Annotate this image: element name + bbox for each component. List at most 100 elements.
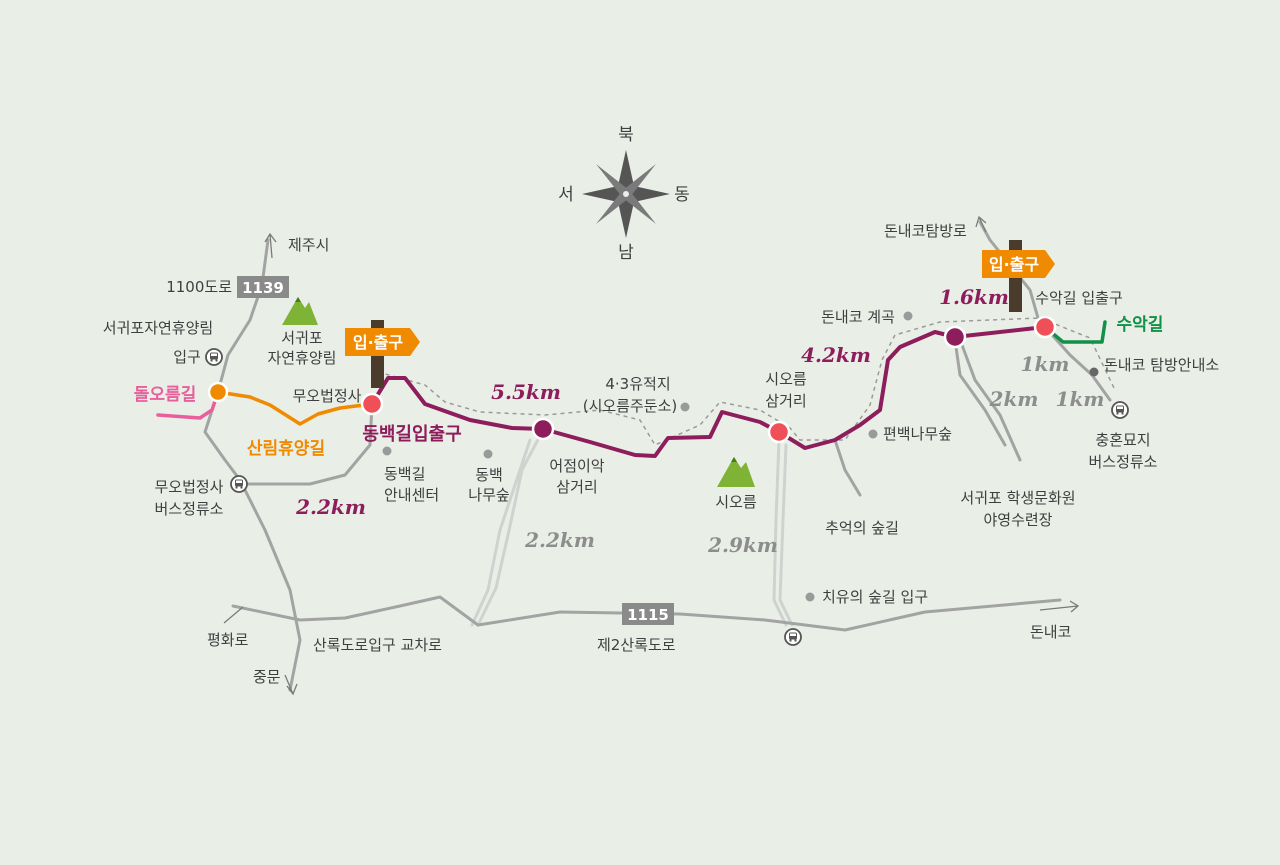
arrow-jeju	[264, 232, 277, 259]
dist-1-6: 1.6km	[939, 285, 1009, 309]
forest-boundary-dash	[377, 317, 1116, 446]
road-student-center-2	[960, 343, 1022, 462]
signpost-east-text: 입·출구	[989, 255, 1040, 274]
label-dongbaek-entrance: 동백길입출구	[362, 423, 461, 445]
compass-rose: 북 남 서 동	[558, 125, 690, 263]
compass-east: 동	[674, 185, 690, 205]
label-forest-entrance-1: 서귀포자연휴양림	[103, 319, 213, 337]
dist-1-b: 1km	[1056, 387, 1105, 411]
label-forest-2: 자연휴양림	[267, 349, 336, 367]
label-donnaeko: 돈내코	[1030, 623, 1071, 641]
label-pyeonbaek: 편백나무숲	[883, 425, 952, 443]
label-forest-entrance-2: 입구	[173, 348, 201, 366]
dist-2-east: 2km	[989, 387, 1039, 411]
label-chunghon-2: 버스정류소	[1088, 453, 1157, 471]
compass-west: 서	[558, 185, 574, 205]
label-forest-1: 서귀포	[281, 329, 323, 347]
label-chunghon-1: 충혼묘지	[1095, 431, 1150, 449]
poi-dots	[382, 311, 1099, 602]
signpost-east: 입·출구	[982, 240, 1055, 312]
compass-north: 북	[618, 125, 634, 145]
label-dongbaek-forest-1: 동백	[475, 466, 503, 484]
label-student-center-1: 서귀포 학생문화원	[960, 489, 1075, 507]
label-memory-forest: 추억의 숲길	[825, 519, 899, 537]
label-suak-entrance: 수악길 입출구	[1035, 289, 1123, 307]
signpost-west: 입·출구	[345, 320, 420, 388]
node-mueobeop	[360, 392, 384, 416]
svg-text:1115: 1115	[627, 606, 669, 624]
trail-sioreum-south-2	[778, 443, 794, 627]
bus-stop-chunghon	[1111, 401, 1129, 419]
arrow-donnaeko-trail	[975, 215, 987, 233]
dongbaek-route-line	[370, 325, 1047, 458]
svg-text:1139: 1139	[242, 279, 284, 297]
dist-2-2-main: 2.2km	[295, 495, 366, 519]
road-1115	[231, 595, 1062, 632]
label-eojeom-1: 어점이악	[549, 457, 604, 475]
label-healing-forest: 치유의 숲길 입구	[822, 588, 928, 606]
node-sioreum-junction	[767, 420, 791, 444]
road-student-center-1	[953, 338, 1007, 447]
label-dongbaek-center-2: 안내센터	[384, 486, 439, 504]
signpost-west-text: 입·출구	[353, 333, 404, 352]
dist-2-9: 2.9km	[707, 533, 778, 557]
trail-eojeom-south-2	[470, 438, 532, 627]
label-second-sallok: 제2산록도로	[597, 636, 676, 654]
mountain-icon-sioreum	[717, 457, 755, 487]
dist-5-5: 5.5km	[491, 380, 561, 404]
label-jungmun: 중문	[253, 668, 281, 686]
road-donnaeko-info	[1043, 325, 1112, 402]
arrow-donnaeko	[1039, 600, 1080, 613]
road-sioreum-east	[833, 438, 862, 497]
label-donnaeko-info: 돈내코 탐방안내소	[1104, 356, 1219, 374]
label-donnaeko-trail-road: 돈내코탐방로	[884, 222, 967, 240]
bus-stop-forest	[205, 348, 223, 366]
mountain-icon-forest	[282, 297, 318, 325]
dot-pyeonbaek	[868, 429, 878, 439]
label-dongbaek-center-1: 동백길	[384, 465, 425, 483]
label-eojeom-2: 삼거리	[556, 478, 597, 496]
bus-stop-mueobeop	[230, 475, 248, 493]
dot-site43	[680, 402, 690, 412]
arrow-pyeonghwa	[223, 606, 244, 624]
label-sioreum-junction-1: 시오름	[765, 370, 807, 388]
dot-donnaeko-info	[1089, 367, 1099, 377]
label-pyeonghwa: 평화로	[207, 631, 249, 649]
label-site43-1: 4·3유적지	[605, 375, 670, 393]
dot-donnaeko-valley	[903, 311, 913, 321]
label-sioreum: 시오름	[715, 493, 757, 511]
orange-route-line	[216, 390, 374, 426]
dot-dongbaek-forest	[483, 449, 493, 459]
grey-roads	[203, 220, 1112, 692]
label-student-center-2: 야영수련장	[983, 511, 1052, 529]
node-suak-entrance	[1033, 315, 1057, 339]
road-1139-connector	[238, 402, 374, 486]
label-mueobeop-bus-2: 버스정류소	[154, 500, 223, 518]
label-sioreum-junction-2: 삼거리	[765, 392, 806, 410]
dist-2-2-side: 2.2km	[524, 528, 595, 552]
label-site43-2: (시오름주둔소)	[583, 397, 678, 415]
route-nodes	[207, 315, 1057, 444]
trail-eojeom-south	[476, 428, 545, 627]
minor-trails	[470, 428, 794, 627]
road-1139	[203, 238, 302, 692]
road-badge-1139: 1139	[237, 276, 289, 298]
label-mueobeop-temple: 무오법정사	[292, 387, 361, 405]
compass-south: 남	[618, 243, 634, 263]
node-donnaeko-valley	[943, 325, 967, 349]
arrow-jungmun	[284, 674, 298, 696]
node-dolleum	[207, 381, 229, 403]
label-sallok-crossing: 산록도로입구 교차로	[313, 636, 442, 654]
trail-sioreum-south	[772, 438, 788, 627]
label-dolleum-route: 돌오름길	[134, 385, 197, 405]
label-suak-route: 수악길	[1117, 315, 1164, 335]
label-dongbaek-forest-2: 나무숲	[468, 486, 509, 504]
road-badge-1115: 1115	[622, 603, 674, 625]
dist-1-a: 1km	[1021, 352, 1070, 376]
label-1100-road: 1100도로	[166, 278, 232, 296]
node-eojeom	[531, 417, 555, 441]
green-route-line	[1043, 320, 1107, 344]
dot-dongbaek-center	[382, 446, 392, 456]
